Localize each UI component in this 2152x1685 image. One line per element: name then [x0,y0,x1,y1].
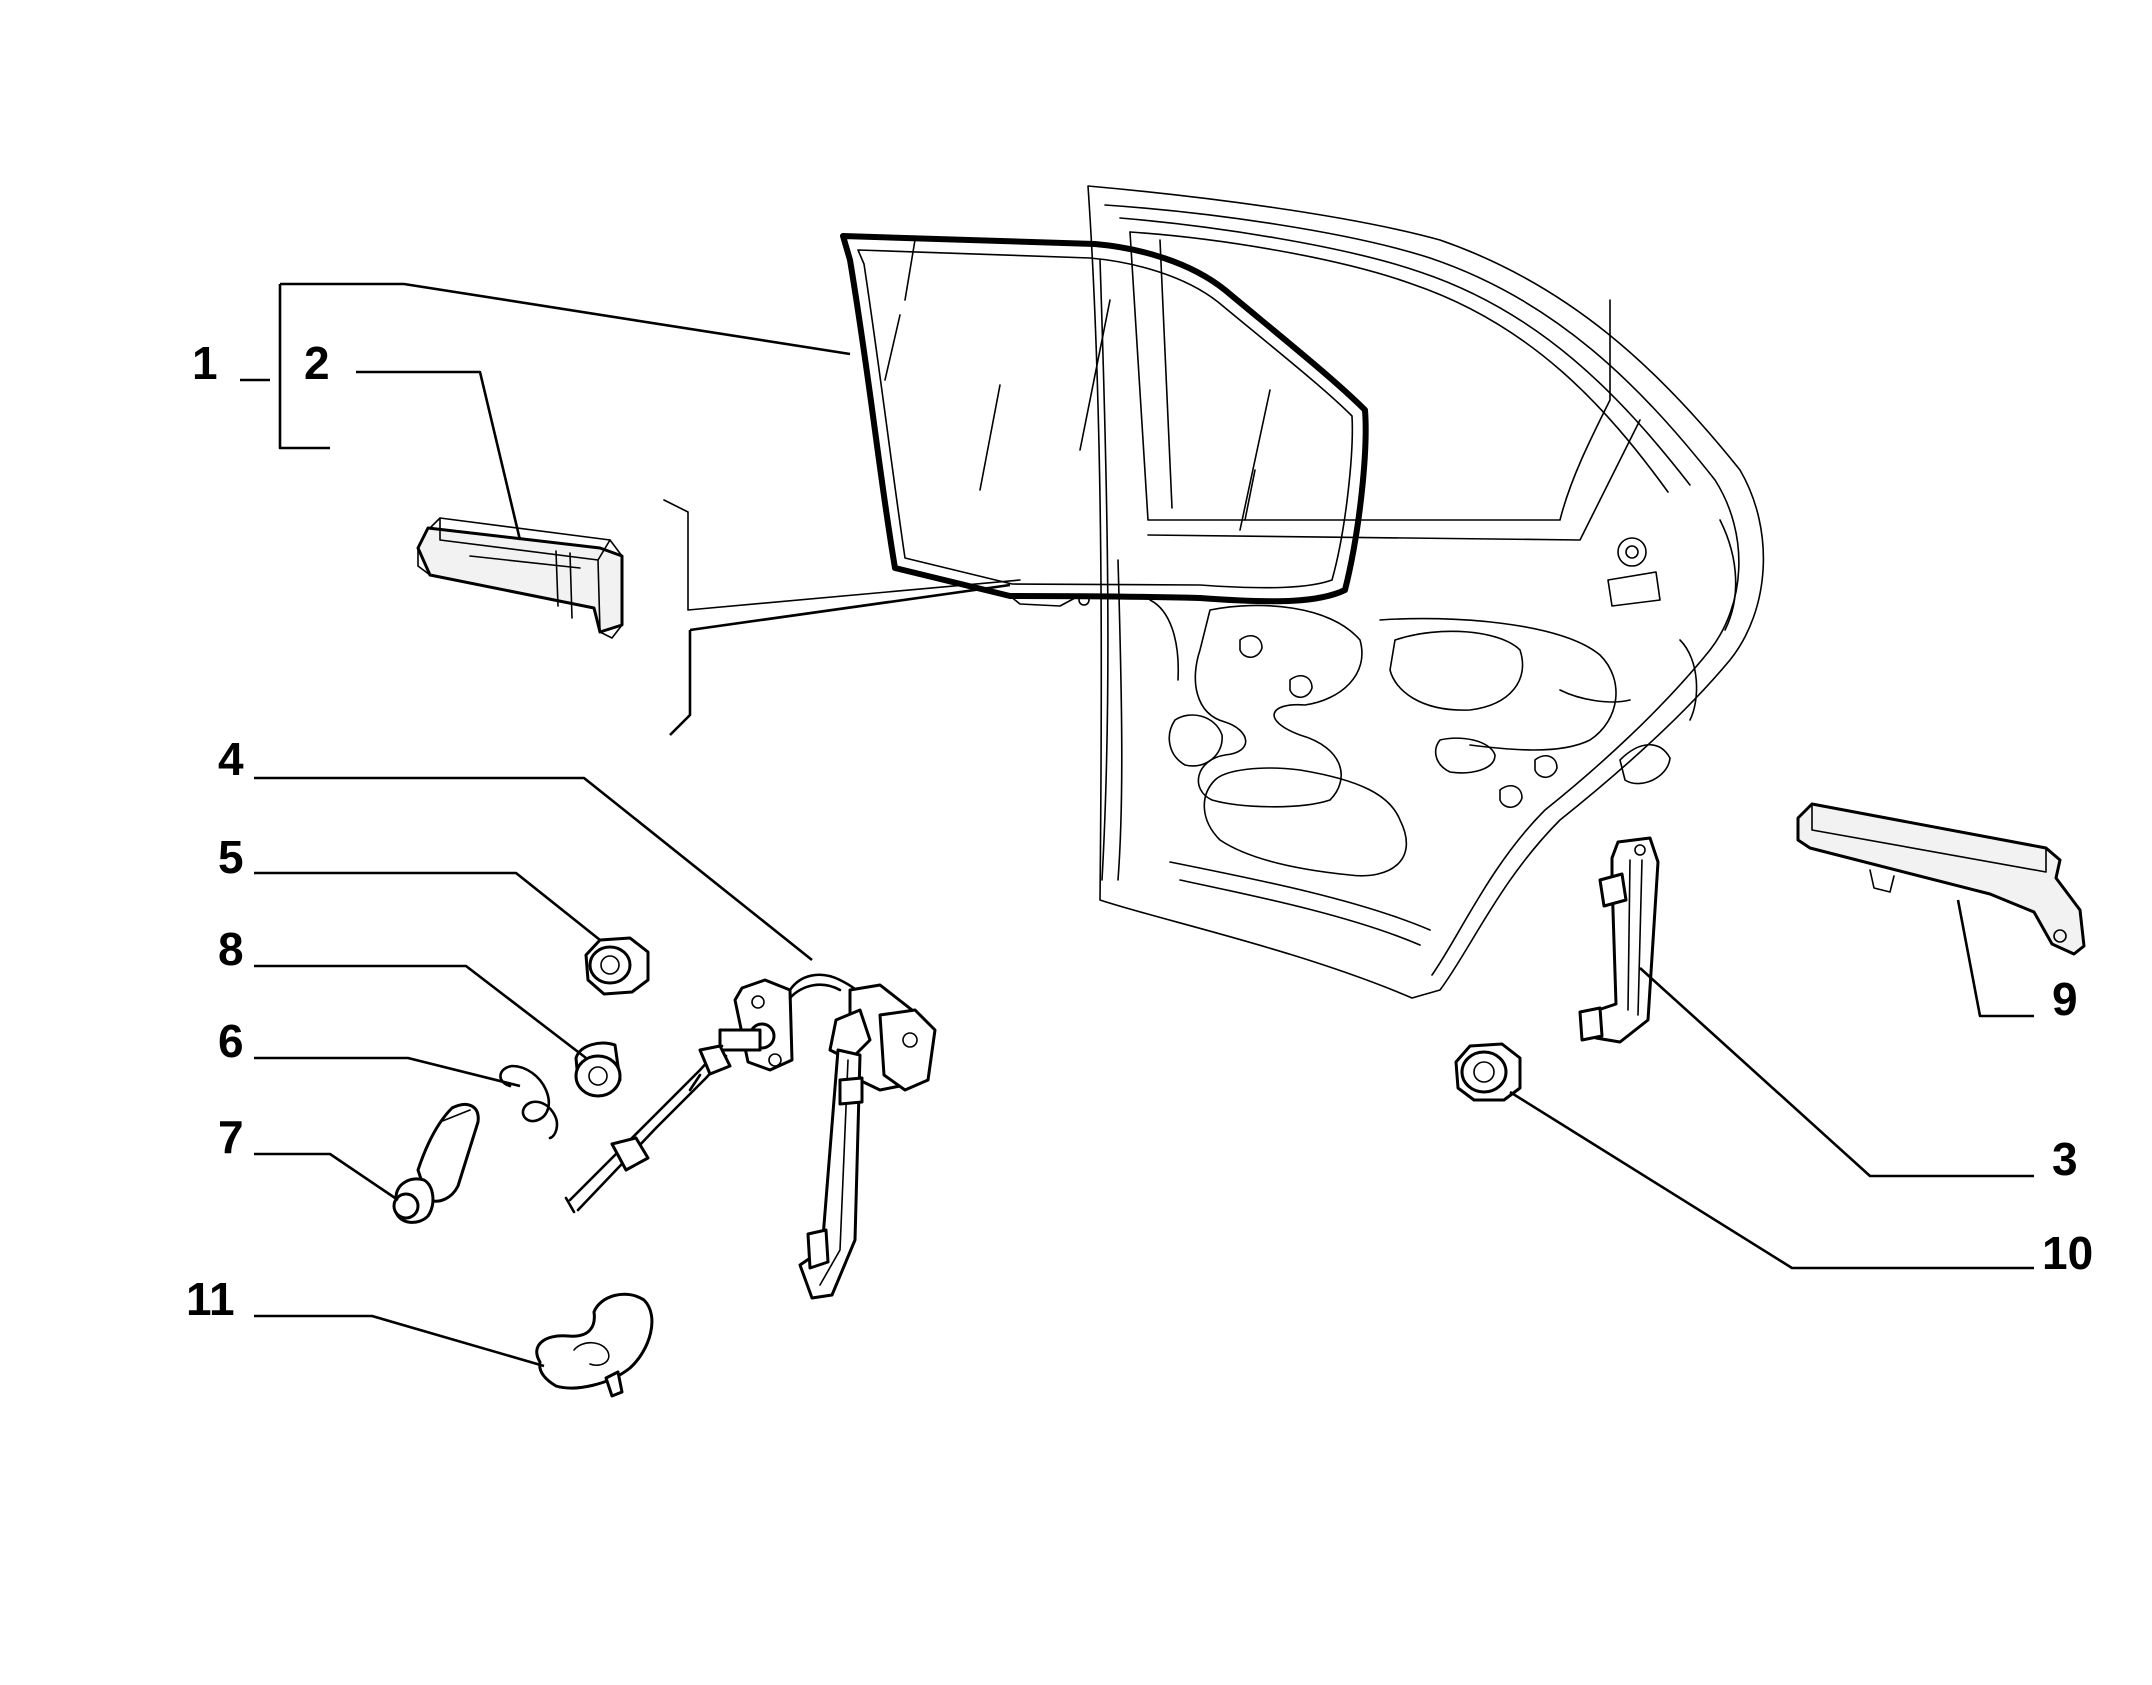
glass-channel [416,517,624,639]
leader-10 [1509,1090,2034,1270]
callout-10: 10 [2042,1227,2094,1279]
callout-7: 7 [218,1111,244,1163]
callout-8: 8 [218,923,244,975]
leader-8 [254,964,587,1060]
leader-9 [1956,899,2034,1018]
callout-6: 6 [218,1015,244,1067]
leader-6 [254,1056,521,1088]
callout-9: 9 [2052,973,2078,1025]
door-shell [1087,185,1765,999]
window-regulator [564,973,937,1300]
leader-11 [254,1314,545,1368]
callout-2: 2 [304,337,330,389]
callout-1: 1 [192,337,218,389]
nut-10 [1454,1042,1522,1102]
callout-5: 5 [218,831,244,883]
callout-11: 11 [186,1273,235,1325]
bush-8 [574,1041,622,1098]
window-glass [840,233,1369,607]
leader-5 [254,871,601,942]
callout-3: 3 [2052,1133,2078,1185]
glass-guide-line-lower [669,583,1011,736]
run-channel-9 [1796,802,2086,956]
glass-guide-line [663,499,1021,611]
callout-4: 4 [218,733,244,785]
leader-2 [356,370,522,541]
guide-rail-3 [1578,836,1660,1044]
leader-3 [1639,967,2034,1178]
nut-5 [584,936,650,996]
leader-7 [254,1152,399,1202]
leader-4 [254,776,813,962]
spring-clip-6 [499,1064,559,1140]
crank-handle-7 [392,1103,480,1224]
leader-1 [240,282,851,450]
escutcheon-11 [535,1292,654,1398]
leader-lines [240,282,2034,1368]
